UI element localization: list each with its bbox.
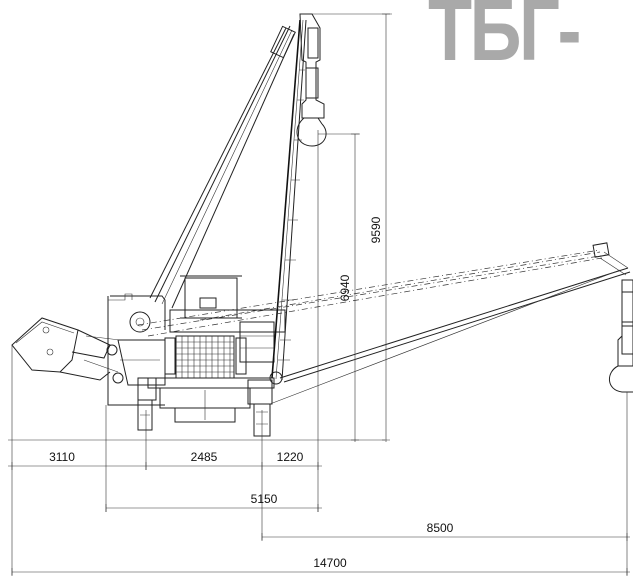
main-boom: [271, 19, 307, 381]
counterweight: [11, 317, 124, 384]
brand-logo: ТБГ-: [428, 0, 582, 79]
dim-label-3110: 3110: [49, 450, 75, 464]
luffing-ropes: [149, 25, 296, 309]
hook-block-right: [609, 279, 633, 393]
dim-label-6940: 6940: [338, 274, 352, 301]
extended-boom: [137, 242, 631, 405]
left-frame: [107, 293, 166, 431]
winch-drum-grid: [176, 336, 234, 378]
dim-label-5150: 5150: [251, 492, 278, 506]
dim-label-8500: 8500: [427, 521, 454, 535]
hook-block-top: [296, 13, 327, 147]
dimension-lines: [8, 13, 630, 576]
dim-label-2485: 2485: [191, 450, 218, 464]
dim-label-1220: 1220: [277, 450, 304, 464]
dim-label-14700: 14700: [313, 556, 347, 570]
dim-label-9590: 9590: [369, 216, 383, 243]
machine-body: [147, 275, 286, 437]
